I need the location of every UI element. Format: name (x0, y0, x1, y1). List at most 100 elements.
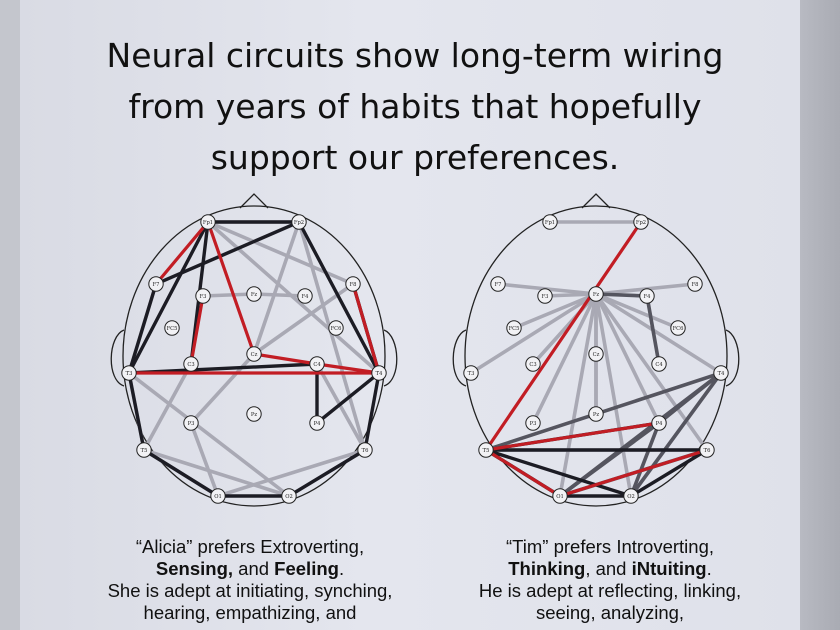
electrode-F3: F3 (195, 288, 211, 304)
connection-gray-Fz-FC5 (512, 292, 598, 330)
connection-red-O1-T6 (558, 448, 709, 498)
electrode-F7: F7 (148, 276, 164, 292)
electrode-C3: C3 (183, 356, 199, 372)
svg-text:O1: O1 (214, 494, 222, 500)
right-caption: “Tim” prefers Introverting, Thinking, an… (430, 536, 790, 624)
svg-text:Fz: Fz (251, 292, 258, 298)
right-caption-and: , and (585, 558, 632, 579)
svg-text:T6: T6 (704, 448, 711, 454)
connection-gray-F3-Fz (201, 292, 256, 298)
electrode-FC6: FC6 (670, 320, 686, 336)
electrode-T6: T6 (357, 442, 373, 458)
electrode-O1: O1 (210, 488, 226, 504)
connection-gray-F3-Fz (543, 292, 598, 298)
left-caption: “Alicia” prefers Extroverting, Sensing, … (70, 536, 430, 624)
connection-red-Cz-C4 (252, 352, 319, 366)
svg-text:Fp2: Fp2 (294, 220, 304, 226)
left-caption-and: and (233, 558, 275, 579)
left-caption-line-2: Sensing, and Feeling. (70, 558, 430, 580)
connection-black-Fp1-T3 (127, 220, 210, 375)
connection-gray-Fp2-Cz (252, 220, 301, 356)
connection-black-T4-T6 (363, 371, 381, 452)
connection-black-Fp2-F7 (154, 220, 301, 286)
left-caption-feeling: Feeling (274, 558, 339, 579)
connection-gray-P3-O1 (189, 421, 220, 498)
electrode-Fp1: Fp1 (542, 214, 558, 230)
svg-text:F3: F3 (200, 294, 207, 300)
svg-text:FC6: FC6 (331, 326, 342, 332)
poster-title: Neural circuits show long-term wiring fr… (40, 30, 790, 183)
connection-gray-Cz-P3 (189, 352, 256, 425)
electrode-O2: O2 (623, 488, 639, 504)
connection-dark-T4-T5 (484, 371, 723, 452)
connection-black-T6-O2 (629, 448, 709, 498)
electrode-O2: O2 (281, 488, 297, 504)
electrode-FC5: FC5 (506, 320, 522, 336)
svg-text:FC6: FC6 (673, 326, 684, 332)
electrode-F8: F8 (687, 276, 703, 292)
right-caption-thinking: Thinking (508, 558, 586, 579)
connection-gray-Fz-T3 (469, 292, 598, 375)
electrode-F3: F3 (537, 288, 553, 304)
connection-red-Fp1-F7 (154, 220, 210, 286)
electrode-Pz: Pz (246, 406, 262, 422)
electrode-C4: C4 (309, 356, 325, 372)
svg-text:F4: F4 (644, 294, 652, 300)
electrode-Fp1: Fp1 (200, 214, 216, 230)
electrode-F7: F7 (490, 276, 506, 292)
connection-gray-C4-T6 (315, 362, 367, 452)
connection-dark-P4-O2 (629, 421, 661, 498)
svg-text:T4: T4 (718, 371, 725, 377)
head-outline (464, 205, 728, 507)
left-ear-outline (452, 329, 467, 387)
right-ear-outline (383, 329, 398, 387)
svg-text:Pz: Pz (593, 412, 599, 418)
svg-text:FC5: FC5 (509, 326, 520, 332)
connection-dark-T4-O2 (629, 371, 723, 498)
electrode-F8: F8 (345, 276, 361, 292)
svg-text:T4: T4 (376, 371, 383, 377)
electrode-P3: P3 (183, 415, 199, 431)
connection-dark-T4-P4 (657, 371, 723, 425)
connection-gray-T5-O2 (142, 448, 291, 498)
connection-gray-Fz-P3 (531, 292, 598, 425)
electrode-T5: T5 (136, 442, 152, 458)
connection-red-F3-C3 (189, 294, 205, 366)
svg-text:FC5: FC5 (167, 326, 178, 332)
nose-marker (239, 193, 269, 209)
electrode-Fz: Fz (588, 286, 604, 302)
electrode-O1: O1 (552, 488, 568, 504)
svg-text:F8: F8 (692, 282, 699, 288)
connection-gray-Fz-FC6 (594, 292, 680, 330)
connection-gray-Fp2-T6 (297, 220, 367, 452)
connection-black-F7-T3 (127, 282, 158, 375)
right-ear-outline (725, 329, 740, 387)
electrode-T6: T6 (699, 442, 715, 458)
poster-edge-shadow (800, 0, 840, 630)
svg-text:P4: P4 (656, 421, 663, 427)
electrode-FC6: FC6 (328, 320, 344, 336)
svg-text:F7: F7 (153, 282, 160, 288)
electrode-FC5: FC5 (164, 320, 180, 336)
left-ear-outline (110, 329, 125, 387)
connection-black-T3-T5 (127, 371, 146, 452)
svg-text:P4: P4 (314, 421, 321, 427)
connection-red-Fp1-Cz (206, 220, 256, 356)
electrode-Cz: Cz (588, 346, 604, 362)
connection-gray-Fz-F4 (252, 292, 307, 298)
svg-text:F3: F3 (542, 294, 549, 300)
left-caption-line-4: hearing, empathizing, and (143, 602, 357, 623)
right-caption-line-2: Thinking, and iNtuiting. (430, 558, 790, 580)
title-line-1: Neural circuits show long-term wiring (106, 36, 724, 75)
electrode-C3: C3 (525, 356, 541, 372)
svg-text:C3: C3 (529, 362, 536, 368)
connection-gray-C3-T5 (142, 362, 193, 452)
electrode-Fz: Fz (246, 286, 262, 302)
svg-text:O2: O2 (285, 494, 293, 500)
connection-gray-Fz-O2 (594, 292, 633, 498)
right-caption-line-3: He is adept at reflecting, linking, (478, 580, 742, 601)
svg-text:Cz: Cz (593, 352, 600, 358)
head-outline (122, 205, 386, 507)
electrode-T5: T5 (478, 442, 494, 458)
